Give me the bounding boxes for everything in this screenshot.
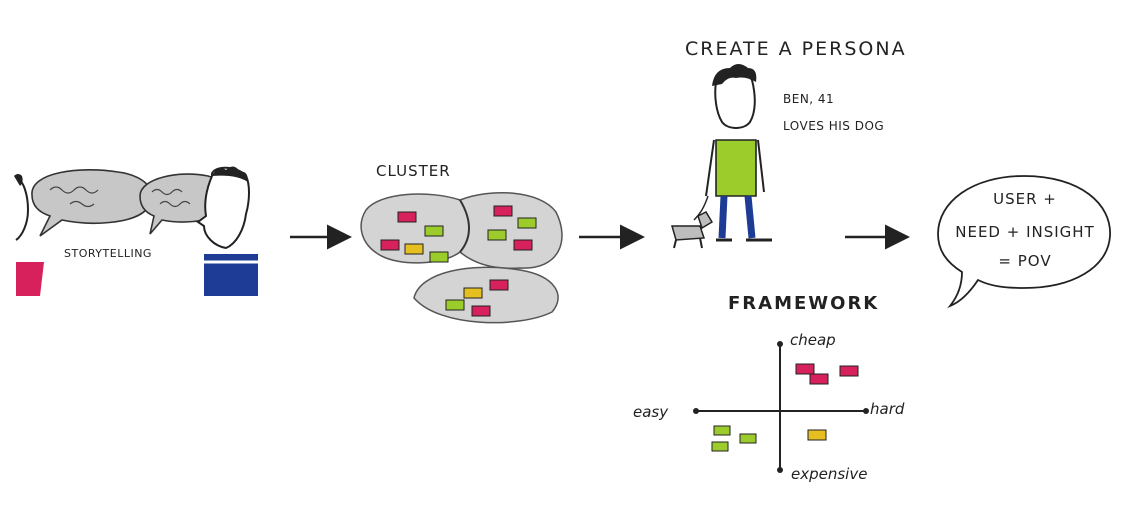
cluster-sticky-notes (380, 205, 537, 317)
dog-icon (671, 211, 714, 249)
framework-axis-expensive-label: expensive (791, 465, 868, 483)
storyteller-left (14, 174, 44, 296)
framework-axis-hard-label: hard (870, 400, 905, 418)
framework-axis-cheap-label: cheap (790, 331, 836, 349)
persona-title: CREATE A PERSONA (685, 38, 907, 60)
framework-sticky-notes (711, 363, 859, 452)
persona-description: LOVES HIS DOG (783, 119, 885, 133)
cluster-label: CLUSTER (376, 162, 451, 180)
persona-illustration (671, 64, 772, 249)
pov-line-3: = POV (998, 252, 1052, 270)
framework-matrix (693, 341, 869, 473)
storytelling-illustration (14, 166, 258, 296)
pov-line-2: NEED + INSIGHT (955, 223, 1095, 241)
cluster-illustration (360, 192, 563, 324)
framework-title: FRAMEWORK (728, 293, 880, 314)
pov-speech-bubble (937, 175, 1111, 309)
storytelling-label: STORYTELLING (64, 247, 152, 260)
speech-bubble-left (31, 169, 153, 237)
framework-axis-easy-label: easy (633, 403, 669, 421)
persona-name: BEN, 41 (783, 92, 835, 106)
storyteller-right (196, 166, 258, 296)
pov-line-1: USER + (993, 190, 1057, 208)
